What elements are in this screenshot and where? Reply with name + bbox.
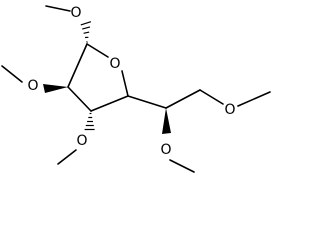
ring-oxygen-label: O	[109, 56, 120, 72]
bond-o5-me	[169, 159, 195, 173]
bond-c2-o2-wedge	[43, 84, 68, 93]
bond-o6-me	[237, 91, 271, 107]
bond-o3-me	[57, 149, 77, 165]
bond-c1-o1-hashed	[80, 21, 92, 43]
bond-c2-c1	[67, 43, 88, 88]
bond-c1-ring-o	[86, 43, 109, 58]
bond-c3-o3-hashed	[84, 112, 95, 131]
bond-c5-o5-wedge	[162, 108, 171, 134]
bond-c3-c2	[67, 86, 92, 112]
o2-label: O	[27, 78, 38, 94]
o3-label: O	[76, 133, 87, 149]
o1-label: O	[70, 5, 81, 21]
bond-c5-c6	[165, 89, 201, 109]
bond-c4-c5	[127, 95, 167, 109]
bond-o2-me	[1, 65, 23, 83]
molecule-structure: O O O O O O	[1, 5, 271, 173]
bond-ring-o-c4	[121, 70, 129, 97]
bond-c6-o6	[199, 89, 224, 105]
o6-label: O	[224, 102, 235, 118]
o5-label: O	[160, 142, 171, 158]
bond-c4-c3	[90, 95, 129, 112]
bond-o1-me	[45, 5, 71, 12]
